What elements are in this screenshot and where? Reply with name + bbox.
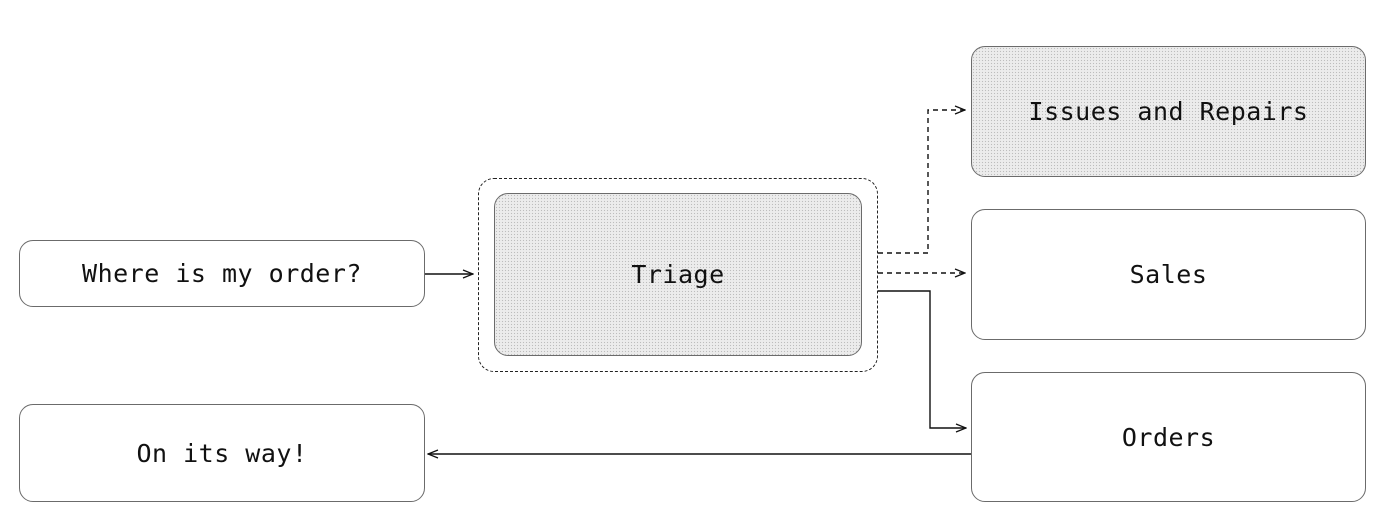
answer-node: On its way! (19, 404, 425, 502)
answer-label: On its way! (136, 438, 308, 468)
question-node: Where is my order? (19, 240, 425, 307)
issues-and-repairs-label: Issues and Repairs (1028, 97, 1309, 126)
orders-node: Orders (971, 372, 1366, 502)
edge-triage-to-orders (878, 290, 966, 428)
sales-node: Sales (971, 209, 1366, 340)
issues-and-repairs-node: Issues and Repairs (971, 46, 1366, 177)
triage-node: Triage (494, 193, 862, 356)
sales-label: Sales (1129, 260, 1208, 289)
orders-label: Orders (1121, 422, 1216, 452)
question-label: Where is my order? (82, 259, 362, 288)
triage-selection-outline (478, 178, 878, 372)
triage-label: Triage (631, 260, 725, 289)
edge-triage-to-issues (878, 110, 965, 254)
